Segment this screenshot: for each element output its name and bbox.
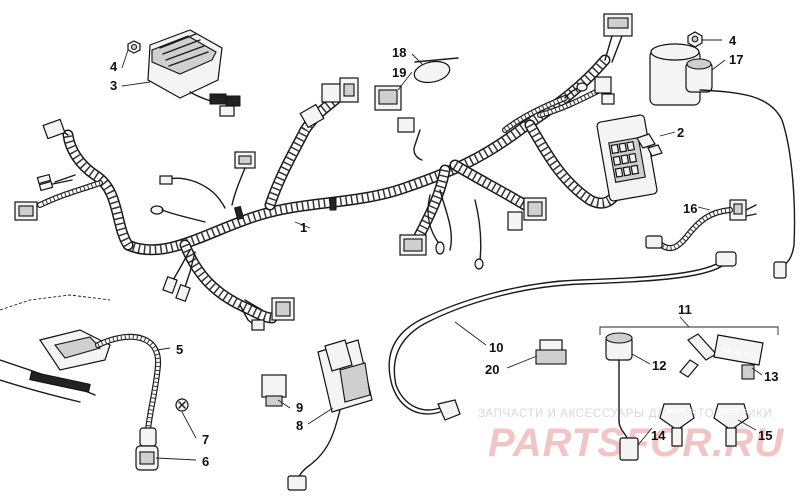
relay-small[interactable] <box>374 85 402 111</box>
callout-19: 19 <box>392 65 406 80</box>
callout-15: 15 <box>758 428 772 443</box>
callout-17: 17 <box>729 52 743 67</box>
callout-18: 18 <box>392 45 406 60</box>
nut-left[interactable] <box>127 40 141 54</box>
ignition-switch[interactable] <box>649 43 796 279</box>
callout-12: 12 <box>652 358 666 373</box>
relay-9[interactable] <box>261 374 287 407</box>
long-wire-lead[interactable] <box>388 251 737 421</box>
callout-4-left: 4 <box>110 59 118 74</box>
main-wiring-harness[interactable] <box>14 13 633 331</box>
callout-8: 8 <box>296 418 303 433</box>
callout-10: 10 <box>489 340 503 355</box>
relay-20[interactable] <box>535 339 567 365</box>
key-tag-left-text: ARCTIC CAT <box>666 409 700 415</box>
nut-right[interactable] <box>687 31 703 48</box>
key-tag-text: ARCTIC CAT <box>722 348 756 360</box>
callout-6: 6 <box>202 454 209 469</box>
callout-13: 13 <box>764 369 778 384</box>
voltage-regulator[interactable] <box>147 29 241 117</box>
key-switch-kit[interactable]: ARCTIC CAT ARCTIC CAT ARCTIC CAT <box>599 326 779 461</box>
callout-3: 3 <box>110 78 117 93</box>
pickup-lead[interactable] <box>95 333 162 471</box>
callout-20: 20 <box>485 362 499 377</box>
callout-7: 7 <box>202 432 209 447</box>
callout-11: 11 <box>678 302 692 317</box>
leader-lines <box>121 39 763 461</box>
cable-tie[interactable] <box>412 57 459 86</box>
connector-block[interactable] <box>596 114 663 202</box>
callout-16: 16 <box>683 201 697 216</box>
callout-5: 5 <box>176 342 183 357</box>
callout-9: 9 <box>296 400 303 415</box>
key-tag-right-text: ARCTIC CAT <box>720 409 754 415</box>
callout-4-right: 4 <box>729 33 737 48</box>
callout-2: 2 <box>677 125 684 140</box>
engine-stator-area <box>0 294 111 403</box>
cdi-module[interactable] <box>287 339 373 491</box>
callouts: 1 2 3 4 4 5 6 7 8 9 10 11 12 13 14 15 16… <box>110 33 778 469</box>
screw[interactable] <box>175 398 189 412</box>
watermark-subtitle: ЗАПЧАСТИ И АКСЕССУАРЫ ДЛЯ МОТОТЕХНИКИ <box>478 408 772 420</box>
callout-14: 14 <box>651 428 666 443</box>
sensor-lead[interactable] <box>645 199 757 252</box>
callout-1: 1 <box>300 220 307 235</box>
